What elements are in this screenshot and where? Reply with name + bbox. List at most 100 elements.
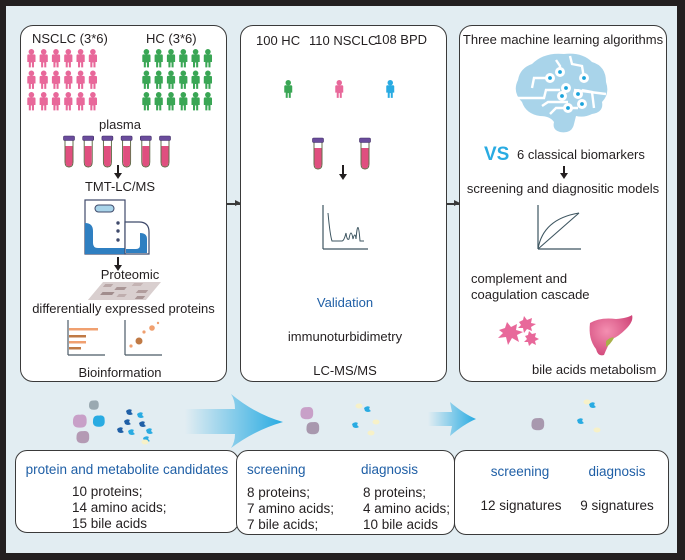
scatter-plot-icon [124,320,162,356]
connector-arrow-2 [446,200,460,206]
validation-diagnosis-item-1: 8 proteins; [363,485,427,500]
heatmap-icon [87,282,161,300]
hc-person-icon [179,92,188,111]
plasma-tube-icon [101,135,114,168]
metabolite-icon [124,419,131,425]
metabolite-icon [352,422,359,428]
validation-panel [240,25,447,382]
metabolite-icon [139,421,146,427]
plasma-label: plasma [99,117,141,132]
big-arrow-1 [185,394,283,448]
signatures-screening-value: 12 signatures [480,498,562,513]
signatures-diagnosis-title: diagnosis [588,464,646,479]
bar-chart-icon [67,320,105,356]
immunoturbidimetry-label: immunoturbidimetry [287,329,403,344]
cohort-person-icon [386,80,395,98]
plasma-tube-icon [140,135,152,168]
complement-label-line2: coagulation cascade [471,287,590,302]
validation-screening-item-3: 7 bile acids; [247,517,319,532]
nsclc-person-icon [64,92,73,111]
nsclc-person-icon [51,49,61,68]
hc-person-icon [179,49,188,68]
protein-molecule-icon [76,430,90,444]
down-arrow-1 [114,165,121,179]
platelets-icon [498,316,539,346]
nsclc-person-icon [88,92,98,111]
metabolite-icon [577,418,584,424]
liver-icon [589,315,633,356]
proteomic-label: Proteomic [100,267,160,282]
hc-person-icon [154,70,163,89]
metabolite-icon [367,430,375,436]
roc-curve-icon [537,205,581,250]
signatures-screening-title: screening [490,464,550,479]
plasma-tube-icon [120,135,133,168]
hc-person-icon [154,92,163,111]
hc-person-icon [191,92,200,111]
protein-molecule-icon [300,406,314,420]
hc-person-icon [203,70,213,89]
nsclc-person-icon [88,70,98,89]
nsclc-person-icon [64,70,73,89]
metabolite-icon [589,402,596,408]
hc-person-icon [179,70,188,89]
candidates-item-proteins: 10 proteins; [72,484,143,499]
validation-screening-item-1: 8 proteins; [247,485,311,500]
metabolite-icon [355,403,363,409]
nsclc-person-icon [39,92,48,111]
validation-results-box [236,450,455,535]
chromatogram-icon [322,205,368,250]
plasma-tube-icon [82,135,94,168]
signatures-box [454,450,669,535]
validation-diagnosis-item-2: 4 amino acids; [363,501,451,516]
validation-tube-icon [359,137,371,170]
hc-person-icon [154,49,163,68]
models-label: screening and diagnositic models [466,181,660,196]
validation-screening-title: screening [247,462,306,477]
validation-tube-icon [312,137,324,170]
validation-screening-item-2: 7 amino acids; [247,501,335,516]
nsclc-person-icon [27,49,36,68]
protein-molecule-icon [72,414,87,428]
candidates-title: protein and metabolite candidates [25,462,229,477]
protein-molecule-icon [531,417,545,431]
hc-person-icon [142,49,151,68]
bioinformation-label: Bioinformation [78,365,162,380]
nsclc-person-icon [51,70,61,89]
lc-msms-label: LC-MS/MS [313,363,377,378]
down-arrow-3 [339,165,346,180]
hc-person-icon [166,49,176,68]
brain-circuit-icon [515,53,608,133]
metabolite-icon [146,428,153,434]
metabolite-icon [126,409,133,415]
nsclc-person-icon [27,92,36,111]
nsclc-person-icon [51,92,61,111]
cohort-label-hc: 100 HC [256,33,301,48]
nsclc-person-icon [88,49,98,68]
nsclc-person-icon [76,49,85,68]
down-arrow-4 [560,166,567,179]
mass-spectrometer-icon [84,199,150,255]
down-arrow-2 [114,257,121,271]
cohort-label-bpd: 108 BPD [375,32,428,47]
plasma-tube-icon [63,135,75,168]
nsclc-group-label: NSCLC (3*6) [32,31,108,46]
hc-person-icon [142,92,151,111]
nsclc-person-icon [39,70,48,89]
metabolite-icon [583,399,591,405]
nsclc-person-icon [39,49,48,68]
candidates-item-amino-acids: 14 amino acids; [72,500,167,515]
validation-diagnosis-item-3: 10 bile acids [363,517,439,532]
hc-person-icon [166,92,176,111]
candidates-item-bile-acids: 15 bile acids [72,516,148,531]
complement-label-line1: complement and [471,271,568,286]
metabolite-icon [141,439,149,445]
signatures-diagnosis-value: 9 signatures [580,498,654,513]
hc-group-label: HC (3*6) [146,31,197,46]
cohort-person-icon [284,80,293,98]
metabolite-icon [117,427,124,433]
big-arrow-2 [428,402,476,436]
